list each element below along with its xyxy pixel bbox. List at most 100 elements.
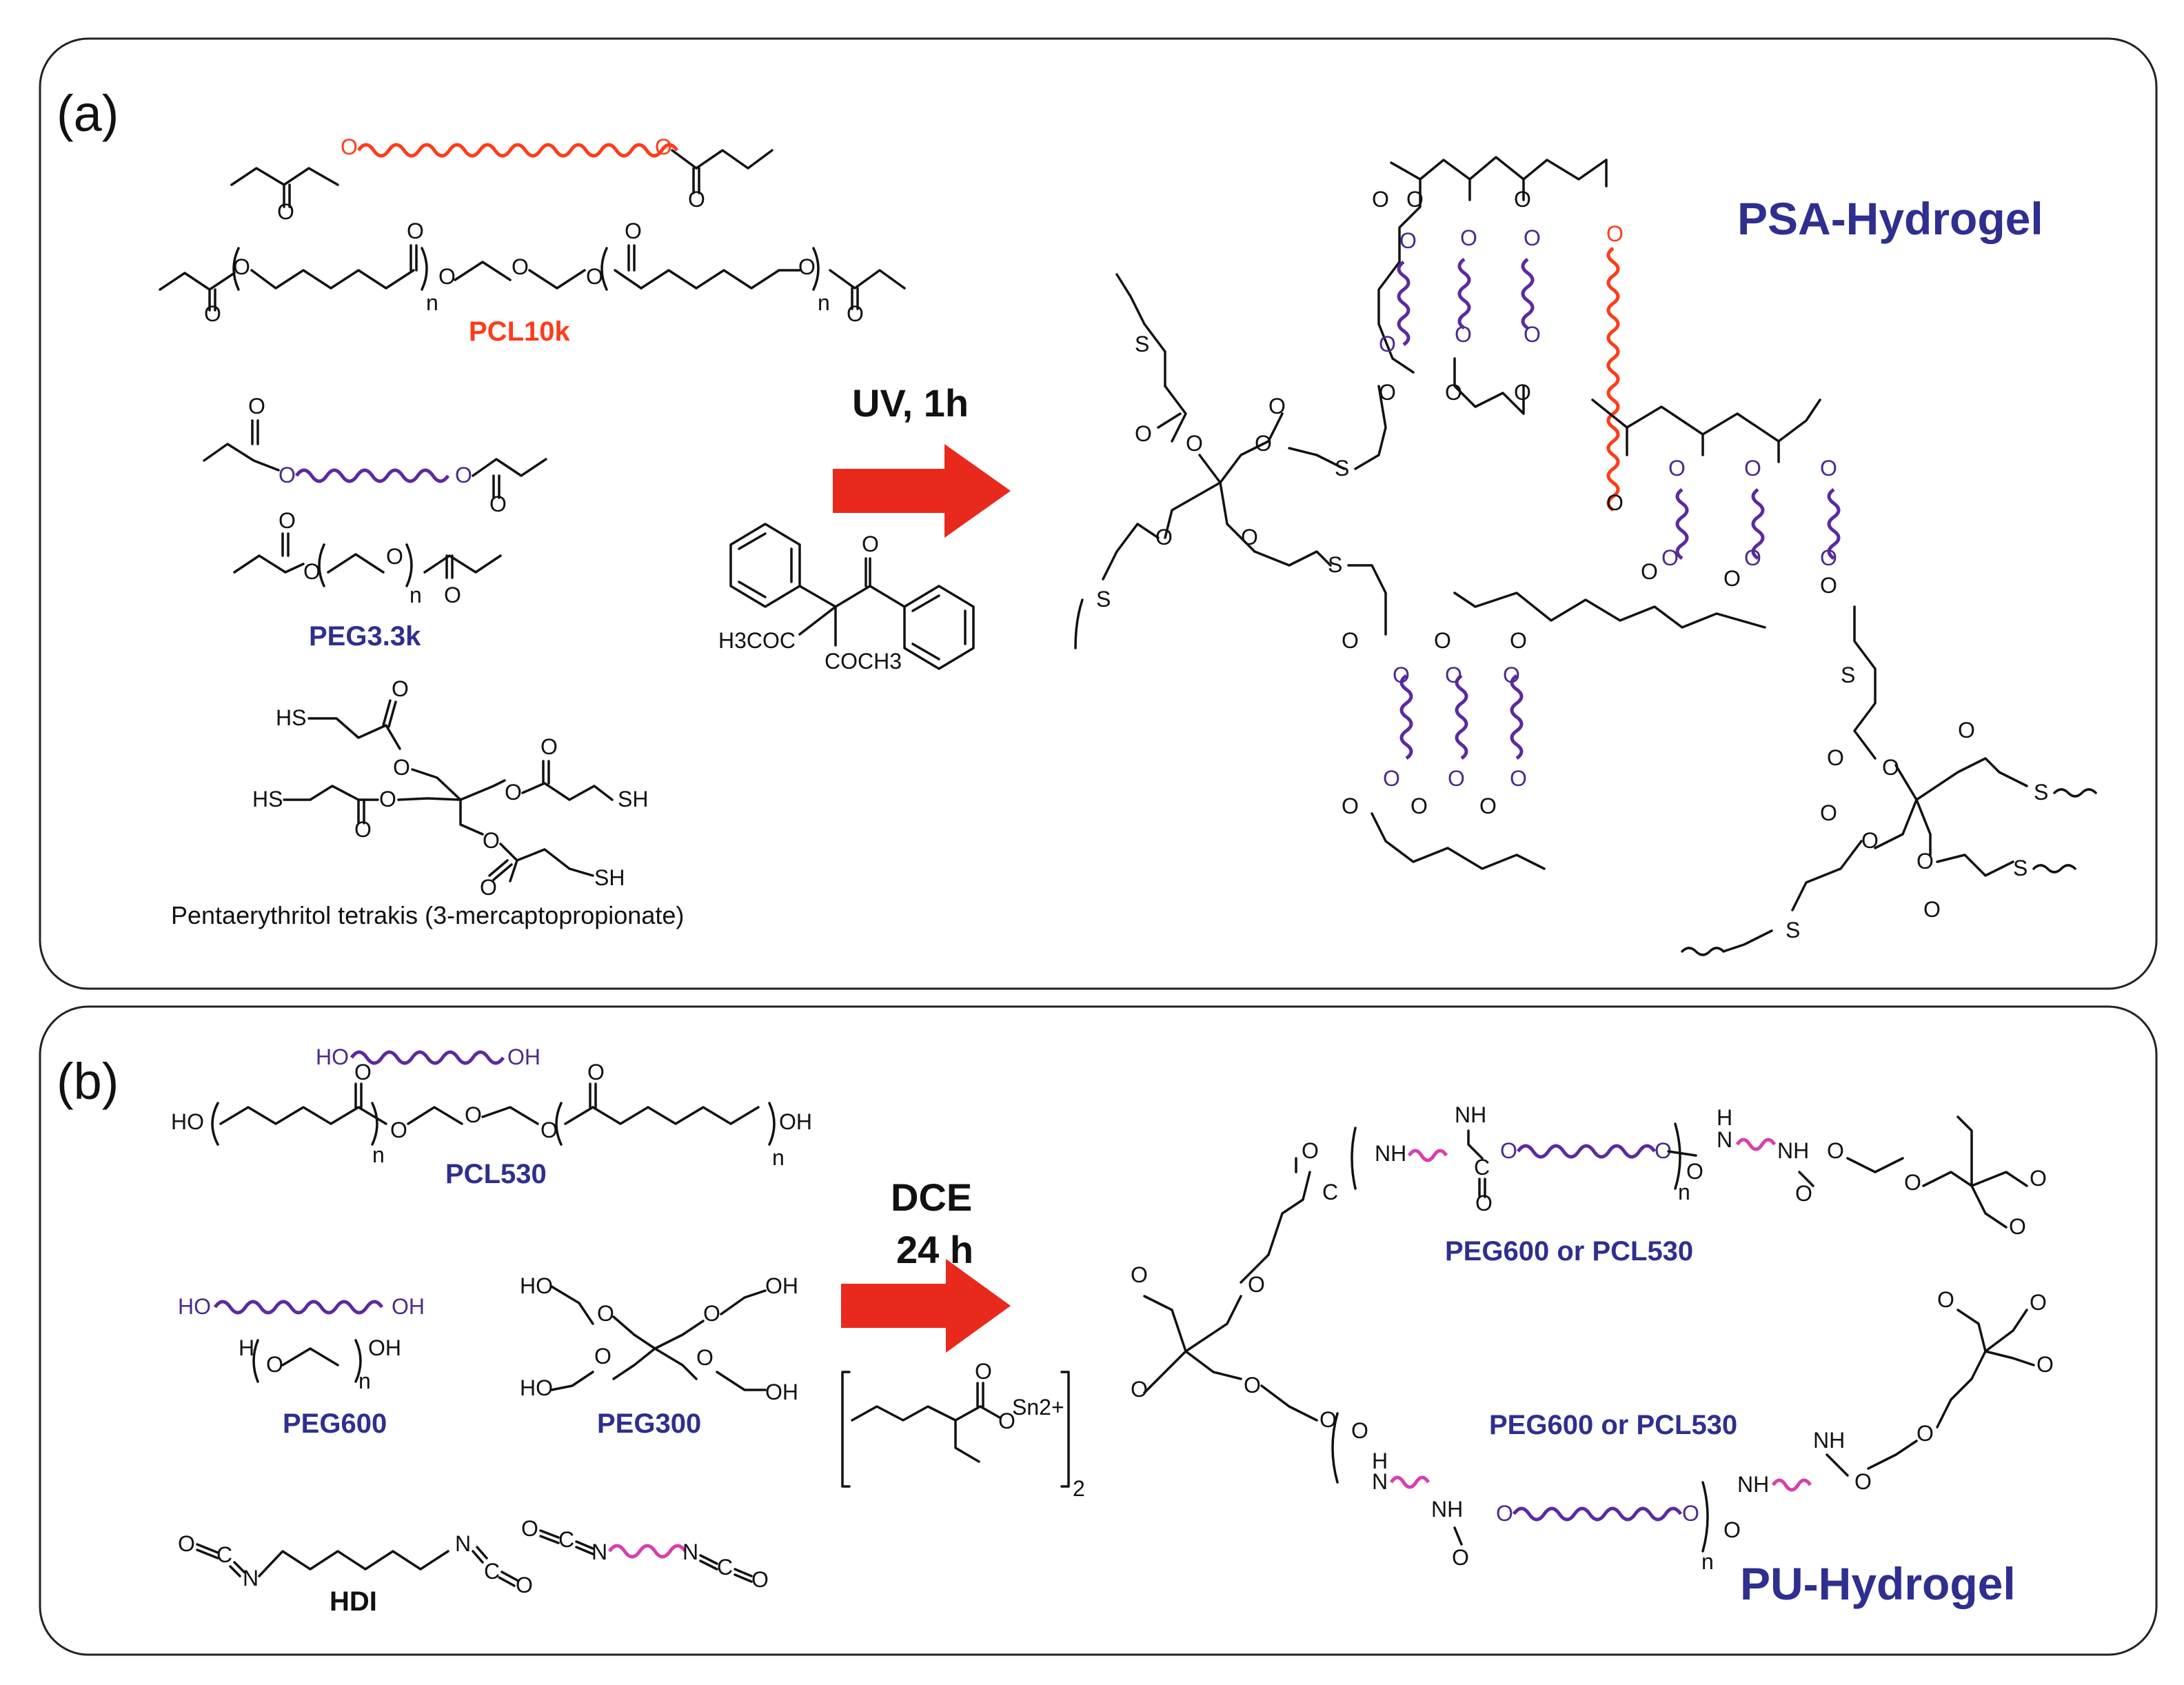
svg-text:O: O <box>1606 490 1624 515</box>
svg-text:SH: SH <box>594 865 625 890</box>
tetrathiol-structure: HS O O HS O O O O SH O O SH <box>252 676 648 900</box>
svg-text:O: O <box>1131 1262 1148 1287</box>
svg-text:O: O <box>521 1516 538 1541</box>
svg-text:O: O <box>597 1301 614 1326</box>
svg-text:O: O <box>512 254 529 279</box>
svg-text:NH: NH <box>1375 1141 1406 1166</box>
svg-text:S: S <box>1841 663 1855 687</box>
svg-text:S: S <box>1335 456 1349 481</box>
svg-text:HS: HS <box>276 705 306 730</box>
svg-text:C: C <box>1474 1155 1490 1180</box>
svg-text:OH: OH <box>765 1380 798 1404</box>
svg-text:COCH3: COCH3 <box>825 649 902 674</box>
svg-text:O: O <box>1744 456 1761 481</box>
svg-text:OH: OH <box>779 1109 812 1134</box>
svg-text:HO: HO <box>316 1045 349 1069</box>
svg-text:HO: HO <box>520 1375 553 1400</box>
svg-text:OH: OH <box>392 1294 425 1319</box>
psa-network-structure: O O O O O O O O O O O O O S O O O O S O … <box>1074 156 2097 956</box>
svg-text:C: C <box>216 1542 232 1567</box>
dce-condition: DCE <box>891 1176 972 1219</box>
svg-text:O: O <box>2030 1290 2047 1315</box>
svg-text:O: O <box>655 134 672 159</box>
svg-text:O: O <box>587 1060 605 1084</box>
svg-text:O: O <box>279 463 296 487</box>
svg-text:O: O <box>1827 1138 1844 1163</box>
svg-text:O: O <box>1460 225 1477 250</box>
svg-text:O: O <box>1479 794 1497 818</box>
svg-text:n: n <box>818 290 830 315</box>
svg-text:S: S <box>1786 918 1800 942</box>
svg-text:O: O <box>279 508 296 533</box>
svg-text:2: 2 <box>1073 1476 1085 1501</box>
photoinitiator-structure: O H3COC COCH3 <box>718 523 975 674</box>
peg-diacrylate-schematic: O O O O <box>203 394 547 516</box>
svg-text:O: O <box>1186 431 1203 456</box>
panel-b-label: (b) <box>57 1053 119 1110</box>
svg-text:O: O <box>1244 1373 1261 1398</box>
svg-text:O: O <box>1248 1272 1265 1297</box>
svg-text:O: O <box>586 264 603 289</box>
svg-text:HO: HO <box>178 1294 211 1319</box>
svg-text:O: O <box>480 875 497 900</box>
pcl530-name: PCL530 <box>445 1159 547 1189</box>
svg-text:n: n <box>772 1145 785 1170</box>
svg-text:S: S <box>1096 587 1111 612</box>
svg-text:O: O <box>1641 559 1658 584</box>
svg-text:O: O <box>386 544 403 569</box>
svg-text:O: O <box>392 676 409 701</box>
pcl-structure: O O O n O O O O O n O <box>159 219 906 326</box>
svg-text:OH: OH <box>507 1045 540 1069</box>
svg-text:O: O <box>1406 187 1424 212</box>
svg-text:O: O <box>1510 628 1527 653</box>
svg-text:O: O <box>1923 897 1941 922</box>
svg-text:SH: SH <box>618 787 648 811</box>
svg-text:O: O <box>438 264 456 289</box>
svg-text:O: O <box>1452 1545 1469 1570</box>
svg-text:O: O <box>1524 225 1541 250</box>
svg-text:O: O <box>1399 228 1417 253</box>
svg-text:O: O <box>1342 628 1359 653</box>
svg-text:OH: OH <box>765 1273 798 1298</box>
svg-text:O: O <box>204 301 221 326</box>
svg-text:O: O <box>489 492 507 516</box>
svg-text:O: O <box>594 1344 611 1369</box>
time-condition: 24 h <box>896 1228 973 1271</box>
svg-text:C: C <box>558 1527 574 1552</box>
svg-text:NH: NH <box>1455 1102 1486 1127</box>
svg-text:N: N <box>682 1540 698 1564</box>
svg-text:O: O <box>1820 545 1837 570</box>
svg-text:O: O <box>341 134 358 159</box>
uv-condition: UV, 1h <box>852 381 969 425</box>
svg-text:O: O <box>862 532 879 556</box>
svg-text:O: O <box>1268 394 1286 418</box>
svg-text:O: O <box>1434 628 1451 653</box>
svg-text:O: O <box>1917 849 1934 874</box>
svg-text:O: O <box>625 219 642 243</box>
svg-text:n: n <box>372 1142 385 1167</box>
svg-text:O: O <box>751 1567 769 1592</box>
svg-text:N: N <box>1717 1127 1732 1152</box>
svg-text:O: O <box>1861 828 1879 853</box>
svg-text:O: O <box>505 780 522 805</box>
svg-text:O: O <box>354 817 372 842</box>
svg-text:n: n <box>1701 1549 1714 1574</box>
svg-text:O: O <box>1723 566 1741 591</box>
pcl530-structure: HO O n O O O O n OH <box>171 1060 812 1170</box>
svg-text:O: O <box>465 1102 482 1127</box>
svg-text:O: O <box>1514 187 1531 212</box>
svg-text:H: H <box>1717 1105 1732 1130</box>
svg-text:N: N <box>243 1566 259 1591</box>
svg-text:O: O <box>1393 663 1410 687</box>
svg-text:O: O <box>483 828 500 853</box>
repeat-label-bottom: PEG600 or PCL530 <box>1489 1410 1737 1440</box>
svg-text:O: O <box>1820 573 1837 598</box>
svg-text:O: O <box>1131 1377 1148 1402</box>
tetrathiol-name: Pentaerythritol tetrakis (3-mercaptoprop… <box>171 901 684 929</box>
pu-network-structure: NH NH C O O O n O H N NH O O O O O O C O <box>1131 1102 2054 1574</box>
svg-text:H: H <box>1372 1449 1388 1473</box>
svg-text:O: O <box>1958 718 1975 743</box>
svg-text:O: O <box>1917 1421 1934 1446</box>
svg-text:O: O <box>444 583 461 607</box>
svg-text:O: O <box>798 254 816 279</box>
